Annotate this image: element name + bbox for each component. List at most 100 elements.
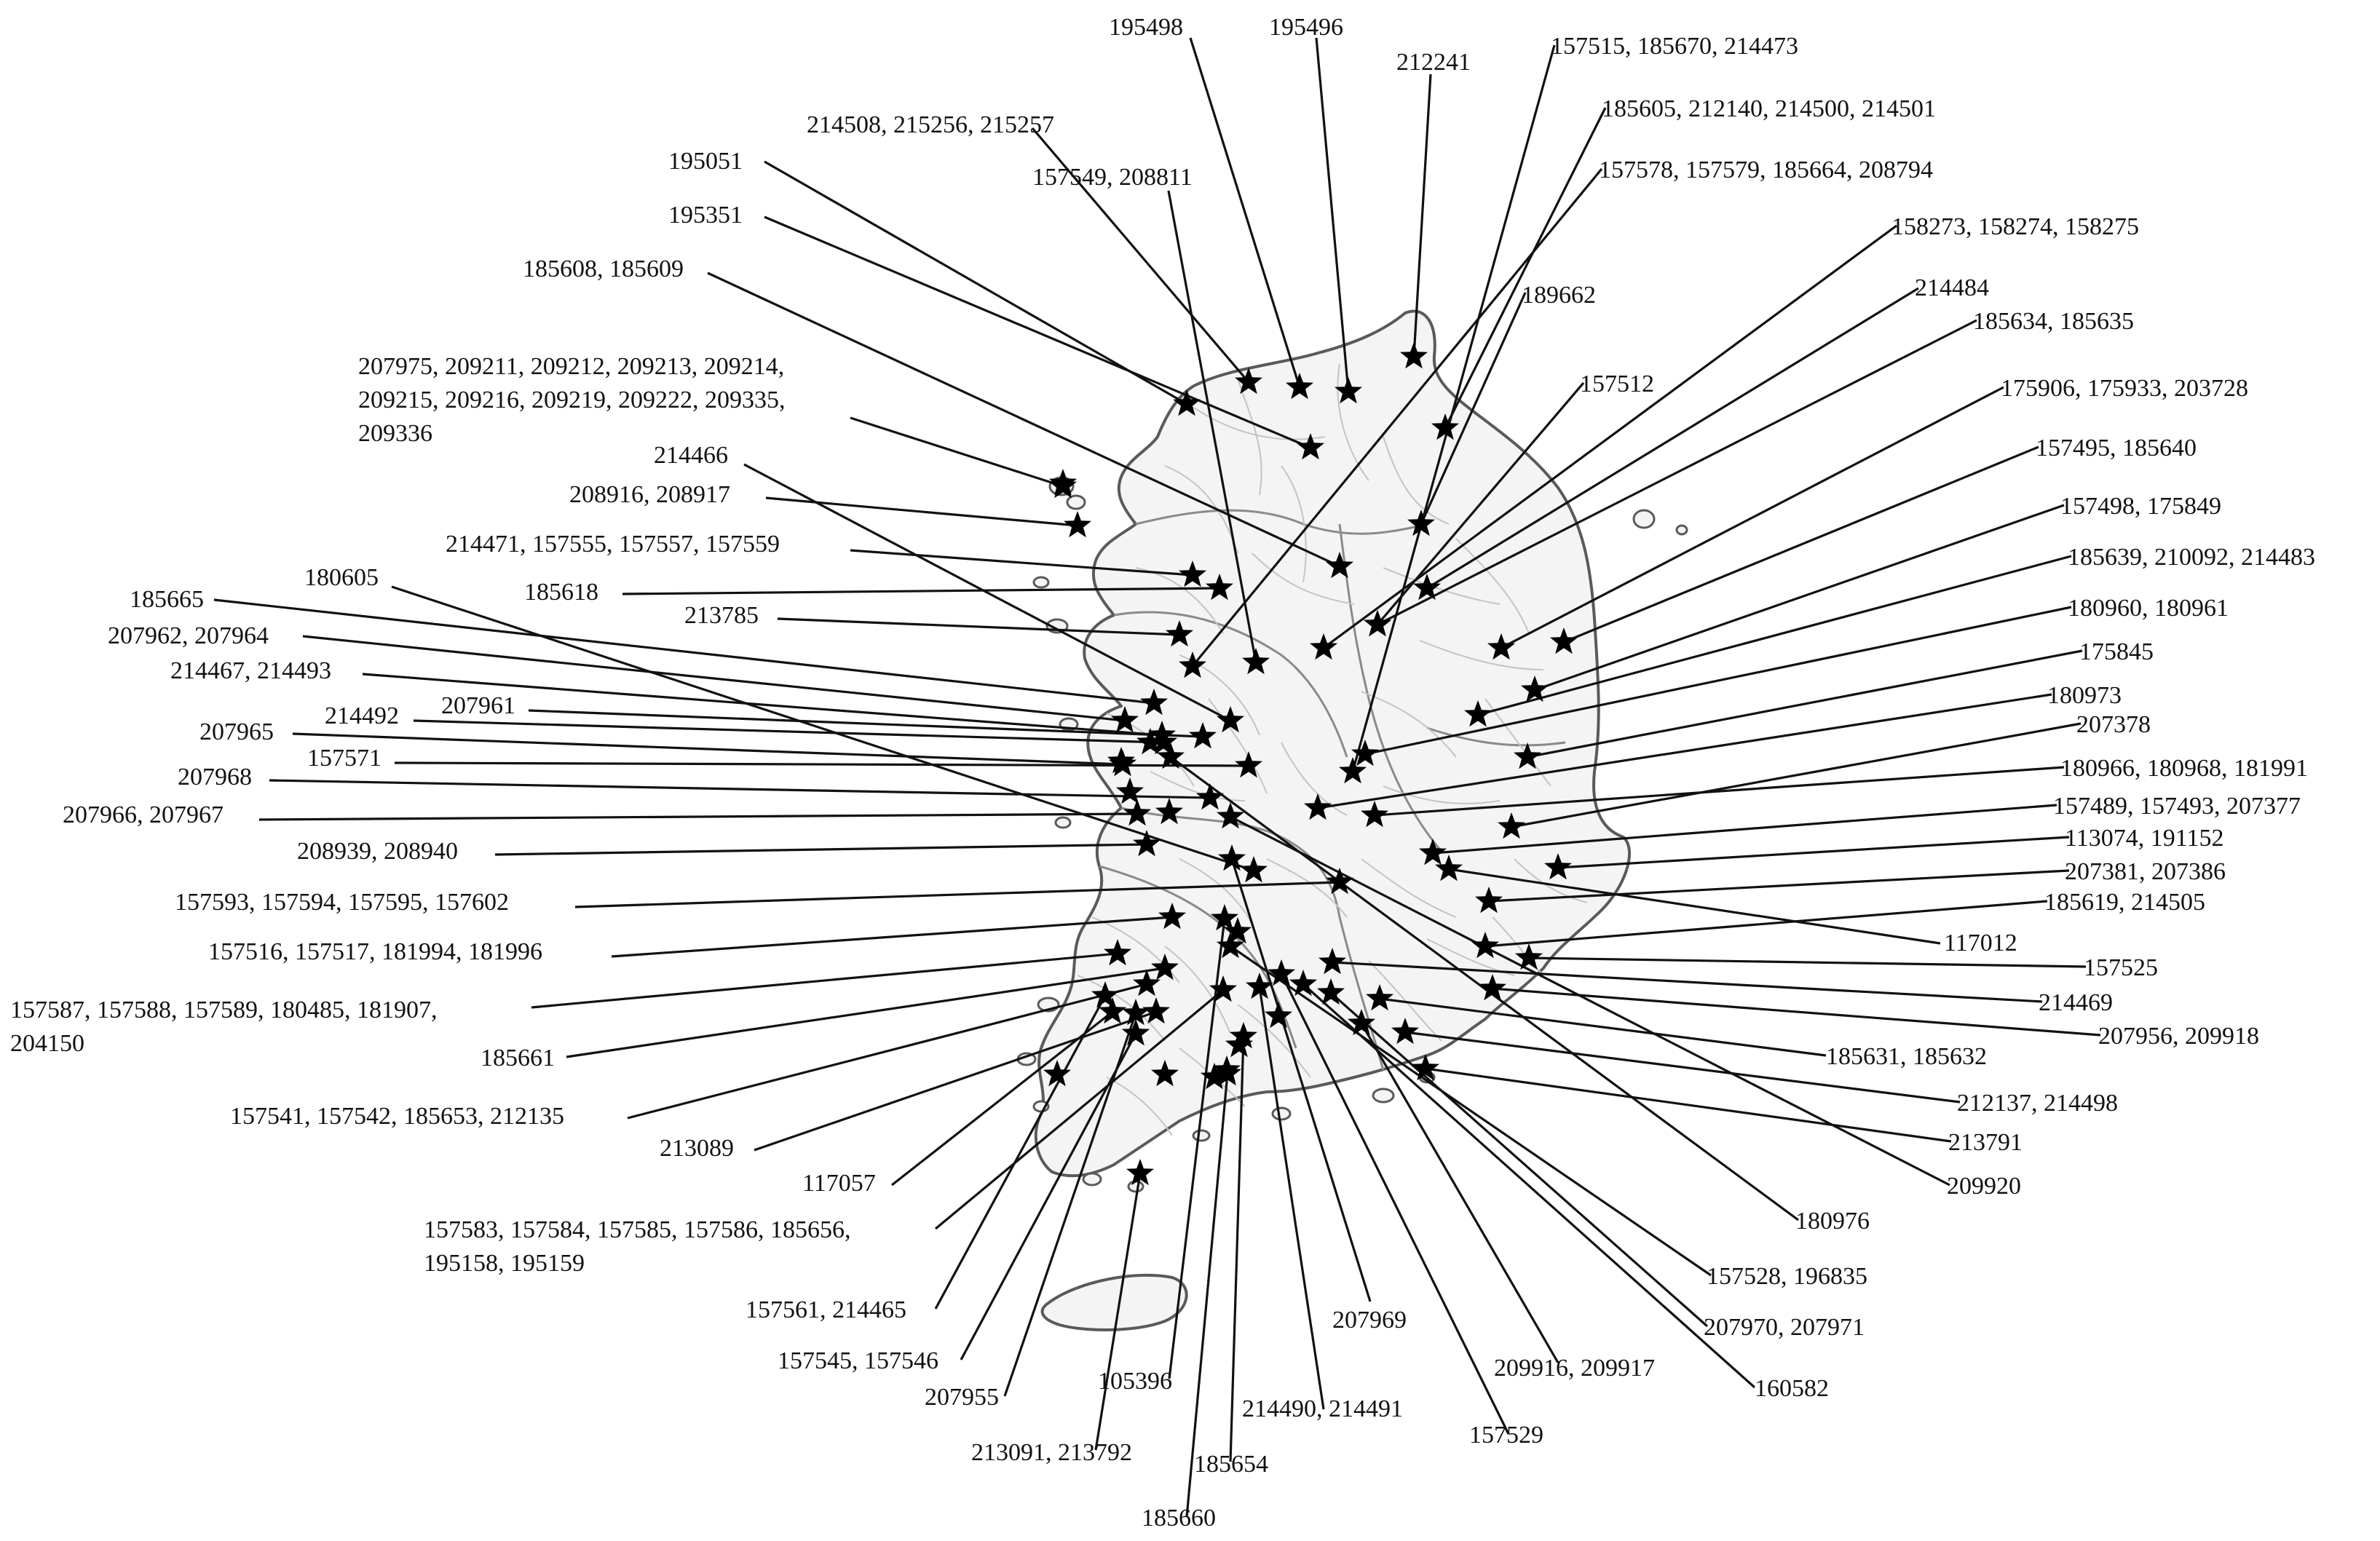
label-l32: 214467, 214493 xyxy=(170,657,331,684)
star-icon xyxy=(1049,469,1077,496)
leader-line-l65 xyxy=(934,995,1107,1310)
label-l37: 207965 xyxy=(199,718,274,745)
leader-line-l14 xyxy=(1426,287,1919,590)
leader-line-l39 xyxy=(1374,766,2065,817)
star-icon xyxy=(1217,706,1244,733)
label-l26: 185618 xyxy=(524,579,598,606)
star-icon xyxy=(1246,972,1273,999)
star-icon xyxy=(1419,839,1447,865)
leader-line-l73 xyxy=(1302,983,1756,1389)
leader-line-l42 xyxy=(258,812,1138,821)
star-icon xyxy=(1123,799,1151,826)
star-icon xyxy=(1151,954,1179,981)
star-icon xyxy=(1235,368,1262,395)
star-icon xyxy=(1317,978,1345,1005)
star-icon xyxy=(1391,1018,1419,1045)
label-l06: 214508, 215256, 215257 xyxy=(807,111,1054,138)
label-l67: 207970, 207971 xyxy=(1704,1314,1865,1341)
leader-line-l37 xyxy=(292,732,1123,766)
label-l21: 208916, 208917 xyxy=(569,481,730,508)
leader-line-l04 xyxy=(1351,44,1556,772)
leader-line-l08 xyxy=(764,160,1187,405)
star-icon xyxy=(1217,932,1244,959)
label-l35: 214492 xyxy=(325,702,399,729)
leader-line-l18 xyxy=(1501,386,2004,649)
leader-line-l59 xyxy=(754,1010,1157,1152)
star-icon xyxy=(1326,868,1353,895)
leader-line-l77 xyxy=(1185,1073,1229,1518)
star-icon xyxy=(1521,676,1549,702)
label-l55: 185631, 185632 xyxy=(1826,1043,1987,1070)
leader-line-l35 xyxy=(413,719,1164,744)
star-icon xyxy=(1304,793,1332,820)
leader-line-l23 xyxy=(850,549,1193,577)
label-l45: 207381, 207386 xyxy=(2065,858,2226,885)
star-icon xyxy=(1351,740,1379,766)
leader-line-l27 xyxy=(213,598,1155,705)
label-l56: 157541, 157542, 185653, 212135 xyxy=(230,1103,564,1130)
star-icon xyxy=(1498,812,1525,839)
star-icon xyxy=(1196,783,1224,810)
leader-line-l49 xyxy=(611,916,1173,958)
leader-line-l20 xyxy=(743,463,1231,722)
star-icon xyxy=(1348,1009,1375,1036)
star-icon xyxy=(1111,706,1139,733)
star-icon xyxy=(1224,917,1252,944)
leader-line-l13 xyxy=(1420,292,1527,525)
leader-line-l55 xyxy=(1379,997,1827,1057)
star-icon xyxy=(1339,757,1367,784)
leader-line-l61 xyxy=(891,1010,1113,1187)
label-l43: 113074, 191152 xyxy=(2065,825,2223,852)
star-icon xyxy=(1173,389,1201,416)
leader-line-l15 xyxy=(1377,319,1977,626)
star-icon xyxy=(1209,975,1237,1002)
label-l07: 157578, 157579, 185664, 208794 xyxy=(1599,157,1933,183)
star-icon xyxy=(1157,742,1185,769)
label-l52: 214469 xyxy=(2039,989,2113,1016)
label-l20: 214466 xyxy=(654,442,728,469)
label-l19: 157495, 185640 xyxy=(2036,435,2197,461)
label-l53: 207956, 209918 xyxy=(2098,1023,2259,1050)
leader-line-l12 xyxy=(707,272,1340,568)
leader-line-l17 xyxy=(1376,381,1585,626)
star-icon xyxy=(1335,377,1362,404)
leader-line-l53 xyxy=(1492,987,2101,1037)
leader-line-l48 xyxy=(1448,868,1941,945)
leader-line-l71 xyxy=(1168,918,1226,1379)
leader-line-l70 xyxy=(1003,1013,1137,1397)
star-icon xyxy=(1213,1055,1241,1082)
label-l14: 214484 xyxy=(1915,274,1989,301)
star-icon xyxy=(1319,948,1346,975)
leader-line-l75 xyxy=(1094,1173,1142,1451)
leader-line-l50 xyxy=(1528,956,2087,968)
label-l46: 157593, 157594, 157595, 157602 xyxy=(175,889,509,916)
label-l57: 212137, 214498 xyxy=(1957,1090,2118,1117)
label-l08: 195051 xyxy=(668,148,743,175)
label-l33: 180973 xyxy=(2047,682,2122,709)
star-icon xyxy=(1116,777,1144,804)
star-icon xyxy=(1413,574,1441,601)
star-icon xyxy=(1099,997,1126,1024)
leader-line-l19 xyxy=(1563,445,2039,643)
leader-line-l43 xyxy=(1557,836,2070,869)
star-icon xyxy=(1201,1063,1228,1090)
star-icon xyxy=(1122,999,1150,1026)
leader-line-l68 xyxy=(960,1033,1137,1360)
leader-line-l74 xyxy=(1280,973,1510,1435)
label-l31: 175845 xyxy=(2079,638,2154,665)
leader-line-l31 xyxy=(1527,649,2083,758)
star-icon xyxy=(1242,648,1270,675)
label-l29: 213785 xyxy=(684,602,759,629)
star-icon xyxy=(1217,802,1244,829)
label-l23: 214471, 157555, 157557, 157559 xyxy=(446,531,780,558)
leader-line-l07 xyxy=(1191,167,1603,667)
label-l63: 157583, 157584, 157585, 157586, 185656, … xyxy=(424,1216,857,1277)
label-l64: 157528, 196835 xyxy=(1707,1263,1867,1290)
star-icon xyxy=(1133,970,1161,997)
leader-line-l54 xyxy=(566,967,1166,1058)
star-icon xyxy=(1240,856,1268,883)
star-icon xyxy=(1104,939,1131,966)
label-l25: 180605 xyxy=(304,564,379,591)
star-icon xyxy=(1400,342,1428,369)
label-l22: 157498, 175849 xyxy=(2060,493,2221,520)
